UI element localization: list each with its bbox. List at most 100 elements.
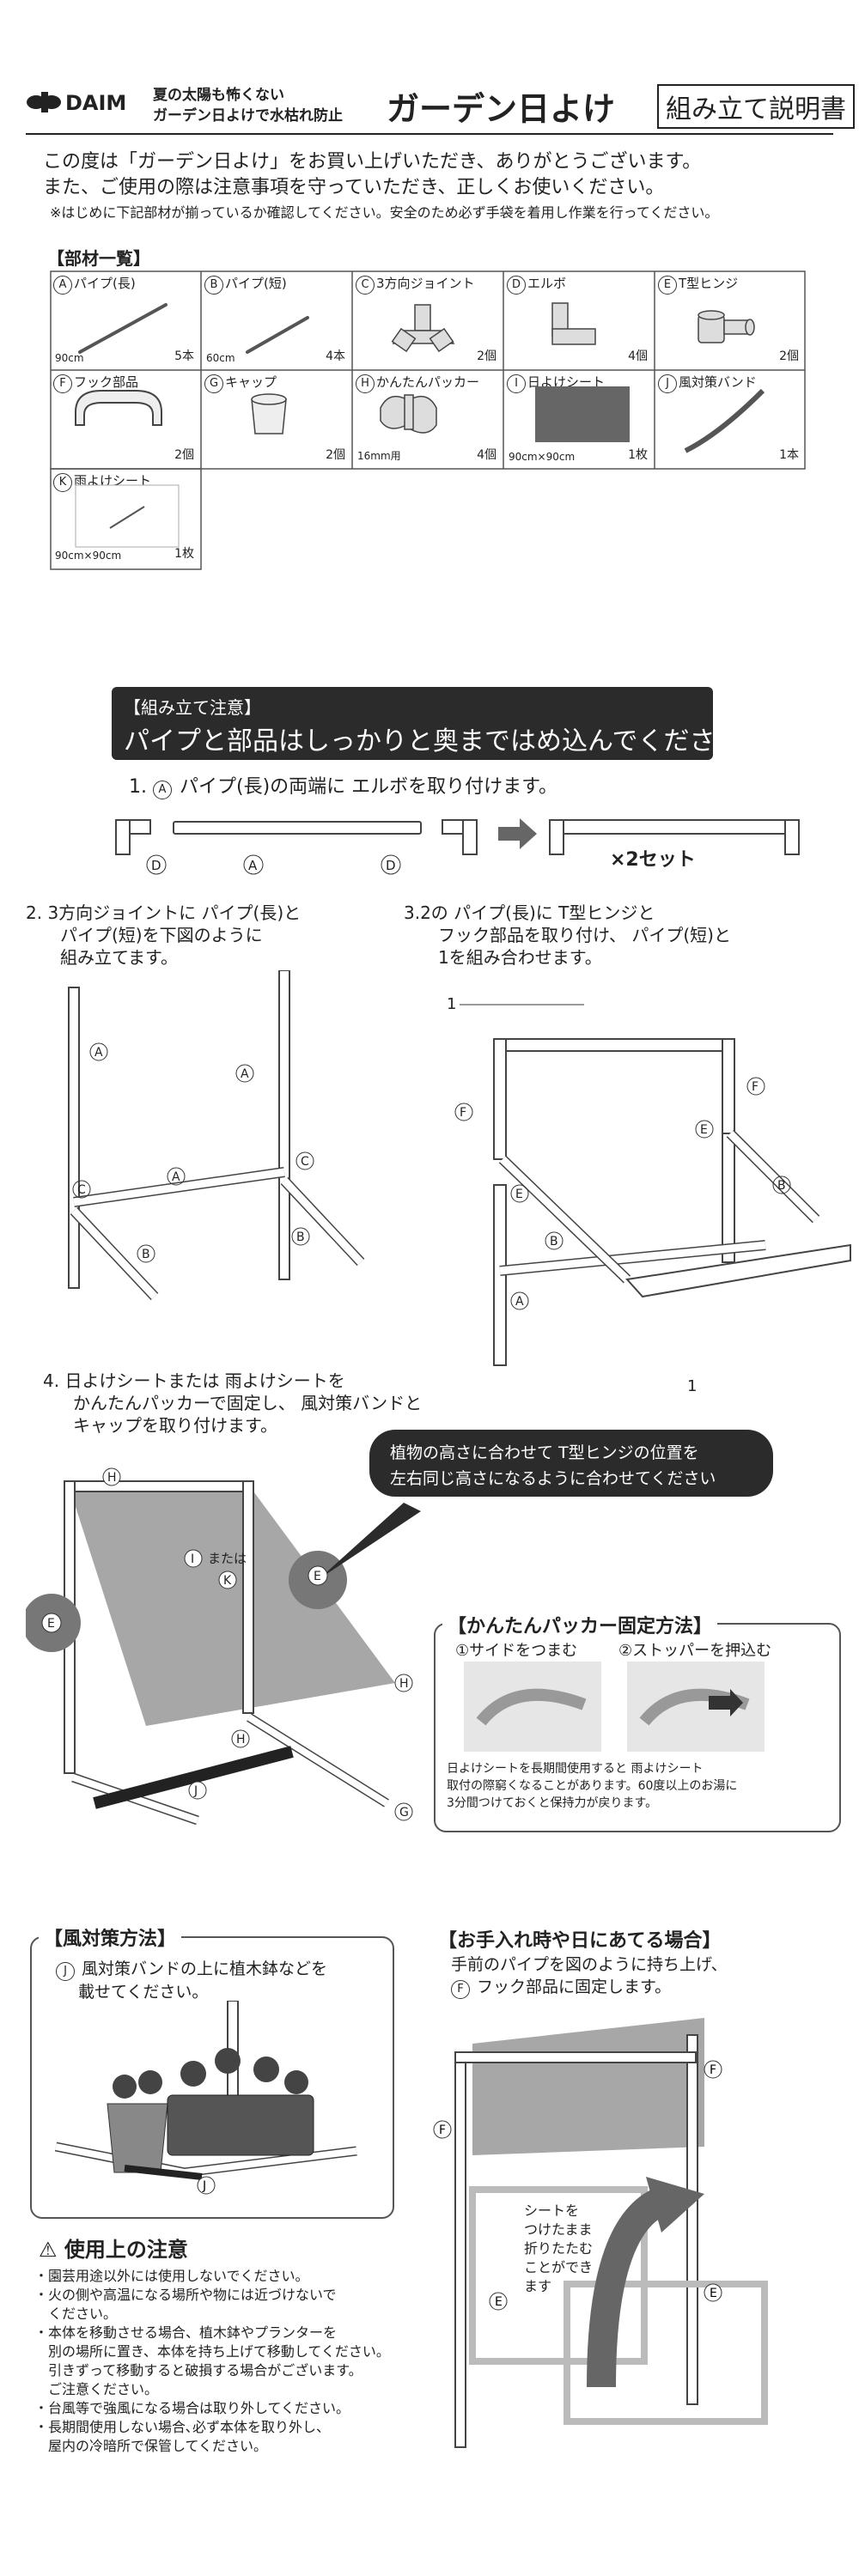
caution-item: 屋内の冷暗所で保管してください。 xyxy=(34,2438,268,2454)
care-arrow-text-line: 折りたたむ xyxy=(524,2240,593,2257)
caution-item: ・園芸用途以外には使用しないでください。 xyxy=(34,2268,309,2284)
step1-number: 1. xyxy=(129,776,147,798)
brand-mark-icon xyxy=(27,92,61,112)
part-qty: 2個 xyxy=(477,349,497,363)
intro-line-1: この度は「ガーデン日よけ」をお買い上げいただき、ありがとうございます。 xyxy=(43,151,702,173)
part-name: 雨よけシート xyxy=(74,473,152,489)
part-letter-badge: E xyxy=(658,276,677,295)
hinge-callout: 植物の高さに合わせて T型ヒンジの位置を 左右同じ高さになるように合わせてくださ… xyxy=(369,1430,773,1497)
packer-step-2: ②ストッパーを押込む xyxy=(618,1642,772,1660)
caution-item: ください。 xyxy=(34,2306,118,2322)
step1-letter-a: A xyxy=(153,781,172,799)
warning-icon: ⚠ xyxy=(39,2238,58,2262)
wind-text: J 風対策バンドの上に植木鉢などを 載せてください。 xyxy=(56,1958,327,2003)
care-arrow-text-line: ことができ xyxy=(524,2259,593,2275)
step2-text: 2. 3方向ジョイントに パイプ(長)と パイプ(短)を下図のように 組み立てま… xyxy=(26,902,301,969)
packer-step-1: ①サイドをつまむ xyxy=(455,1642,578,1660)
part-letter-badge: D xyxy=(507,276,526,295)
intro-note: ※はじめに下記部材が揃っているか確認してください。安全のため必ず手袋を着用し作業… xyxy=(50,204,719,221)
part-name: 3方向ジョイント xyxy=(376,276,475,291)
svg-text:A: A xyxy=(241,1067,249,1081)
intro-line-2: また、ご使用の際は注意事項を守っていただき、正しくお使いください。 xyxy=(43,177,665,198)
svg-text:G: G xyxy=(399,1806,409,1820)
svg-text:F: F xyxy=(710,2063,716,2077)
step2-line-3: 組み立てます。 xyxy=(60,947,178,968)
part-name: かんたんパッカー xyxy=(376,374,480,390)
part-spec: 90cm xyxy=(55,352,84,364)
callout-line-2: 左右同じ高さになるように合わせてください xyxy=(390,1469,716,1488)
part-qty: 4個 xyxy=(628,349,648,363)
step1-body: パイプ(長)の両端に エルボを取り付けます。 xyxy=(180,776,557,798)
caution-title: 使用上の注意 xyxy=(64,2238,188,2262)
svg-text:A: A xyxy=(94,1046,103,1060)
svg-text:J: J xyxy=(193,1784,198,1798)
step3-line-2: フック部品を取り付け、 パイプ(短)と xyxy=(438,925,731,945)
caution-item: ・火の側や高温になる場所や物には近づけないで xyxy=(34,2287,337,2303)
care-arrow-text-line: つけたまま xyxy=(524,2221,593,2238)
step1-label-a: A xyxy=(248,858,258,873)
part-qty: 2個 xyxy=(779,349,799,363)
brand-logo: DAIM xyxy=(26,89,126,118)
doc-title: 組み立て説明書 xyxy=(657,84,855,129)
svg-text:F: F xyxy=(439,2123,446,2137)
header: DAIM 夏の太陽も怖くない ガーデン日よけで水枯れ防止 ガーデン日よけ 組み立… xyxy=(26,77,855,129)
svg-text:K: K xyxy=(223,1574,232,1588)
svg-text:E: E xyxy=(314,1570,321,1583)
wind-line-1: 風対策バンドの上に植木鉢などを xyxy=(76,1959,327,1978)
assembly-notice: 【組み立て注意】 パイプと部品はしっかりと奥まではめ込んでください xyxy=(112,687,741,760)
wind-panel xyxy=(30,1936,394,2219)
step2-line-2: パイプ(短)を下図のように xyxy=(60,925,263,945)
svg-text:E: E xyxy=(47,1617,55,1631)
parts-title: 【部材一覧】 xyxy=(47,248,150,269)
step1-diagram: D A D xyxy=(115,818,800,875)
callout-line-1: 植物の高さに合わせて T型ヒンジの位置を xyxy=(390,1443,699,1462)
svg-text:H: H xyxy=(399,1677,409,1691)
step3-text: 3.2の パイプ(長)に T型ヒンジと フック部品を取り付け、 パイプ(短)と … xyxy=(404,902,731,969)
svg-text:E: E xyxy=(495,2295,503,2309)
svg-text:B: B xyxy=(142,1248,150,1261)
care-line-1: 手前のパイプを図のように持ち上げ、 xyxy=(451,1955,728,1974)
wind-letter-j: J xyxy=(56,1962,75,1981)
part-name: キャップ xyxy=(225,374,277,390)
wind-title: 【風対策方法】 xyxy=(39,1923,182,1951)
svg-text:B: B xyxy=(777,1179,786,1193)
caution-item: ・台風等で強風になる場合は取り外してください。 xyxy=(34,2400,350,2416)
part-letter-badge: C xyxy=(356,276,375,295)
packer-note-2: 取付の際窮くなることがあります。60度以上のお湯に xyxy=(447,1779,738,1793)
step3-line-3: 1を組み合わせます。 xyxy=(438,947,602,968)
svg-text:I: I xyxy=(191,1552,194,1566)
notice-small: 【組み立て注意】 xyxy=(124,697,261,718)
part-qty: 4本 xyxy=(326,349,345,363)
part-letter-badge: A xyxy=(53,276,72,295)
step4-text: 4. 日よけシートまたは 雨よけシートを かんたんパッカーで固定し、 風対策バン… xyxy=(43,1370,422,1437)
part-qty: 5本 xyxy=(174,349,194,363)
svg-text:E: E xyxy=(515,1188,523,1201)
svg-text:C: C xyxy=(77,1183,86,1197)
part-letter-badge: K xyxy=(53,473,72,492)
part-name: パイプ(短) xyxy=(225,276,287,291)
part-name: 風対策バンド xyxy=(679,374,757,390)
packer-note: 日よけシートを長期間使用すると 雨よけシート 取付の際窮くなることがあります。6… xyxy=(447,1760,737,1812)
part-name: エルボ xyxy=(527,276,567,291)
step4-line-2: かんたんパッカーで固定し、 風対策バンドと xyxy=(73,1393,423,1413)
caution-item: 別の場所に置き、本体を持ち上げて移動してください。 xyxy=(34,2343,390,2360)
caution-item: ・本体を移動させる場合、植木鉢やプランターを xyxy=(34,2324,338,2341)
caution-item: ご注意ください。 xyxy=(34,2381,159,2397)
packer-note-1: 日よけシートを長期間使用すると 雨よけシート xyxy=(447,1762,704,1776)
svg-text:A: A xyxy=(515,1295,524,1309)
step2-diagram: A A C C A B B xyxy=(68,970,365,1301)
notice-big: パイプと部品はしっかりと奥まではめ込んでください xyxy=(124,726,741,756)
svg-text:F: F xyxy=(460,1106,466,1120)
step1-label-d-left: D xyxy=(151,858,161,873)
svg-text:E: E xyxy=(700,1123,708,1137)
care-title: 【お手入れ時や日にあてる場合】 xyxy=(438,1930,722,1952)
step4-line-3: キャップを取り付けます。 xyxy=(73,1415,277,1436)
step3-label-1-top: 1 xyxy=(447,995,456,1013)
